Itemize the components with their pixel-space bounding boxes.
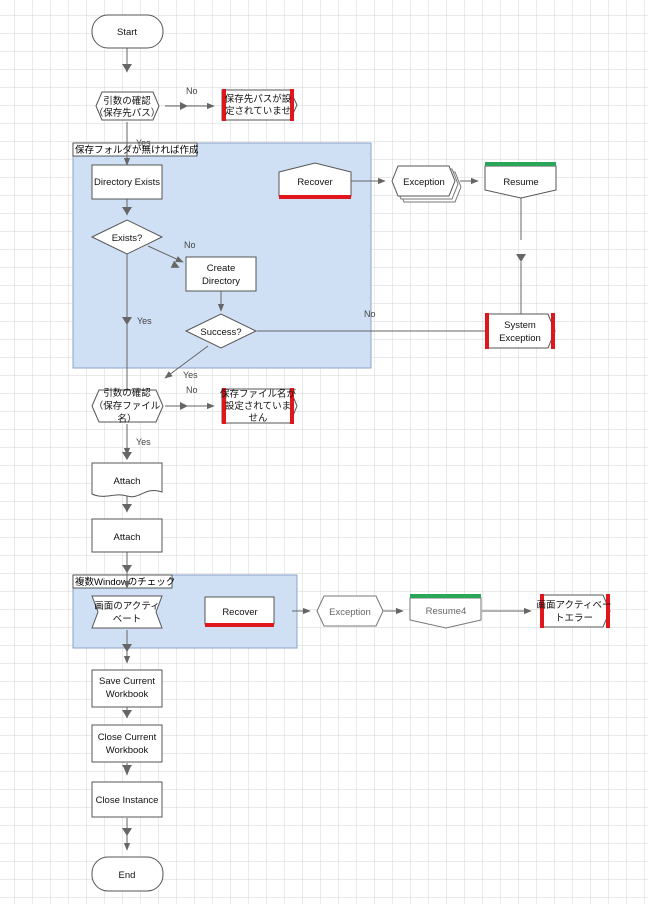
node-attach-1[interactable]: Attach bbox=[91, 462, 163, 498]
node-error-path-line: 定されていませ bbox=[225, 105, 291, 117]
connector bbox=[164, 345, 209, 379]
block-multi-window-title: 複数Windowのチェック bbox=[75, 576, 175, 588]
connector bbox=[147, 245, 184, 263]
node-close-workbook-line: Close Current bbox=[98, 732, 157, 743]
node-system-exception-line: Exception bbox=[499, 333, 541, 344]
arrowhead bbox=[122, 765, 132, 773]
node-save-workbook-line: Workbook bbox=[106, 689, 149, 700]
node-recover-1-label: Recover bbox=[297, 177, 332, 188]
node-recover-1[interactable]: Recover bbox=[278, 162, 352, 199]
node-save-workbook-line: Save Current bbox=[99, 676, 155, 687]
arrowhead bbox=[122, 452, 132, 460]
node-attach-2[interactable]: Attach bbox=[91, 518, 163, 553]
arrowhead bbox=[122, 710, 132, 718]
node-attach-2-label: Attach bbox=[114, 532, 141, 543]
node-error-file-line: せん bbox=[248, 413, 267, 424]
node-exception-2[interactable]: Exception bbox=[316, 595, 384, 627]
node-error-activate[interactable]: 画面アクティベー トエラー bbox=[537, 594, 612, 628]
arrowhead bbox=[122, 644, 132, 652]
branch-labels: No Yes No Yes No Yes No Yes bbox=[136, 86, 376, 447]
node-error-path[interactable]: 保存先パスが設 定されていませ bbox=[221, 89, 298, 121]
node-create-directory-line: Directory bbox=[202, 276, 240, 287]
node-activate-window[interactable]: 画面のアクティ ベート bbox=[91, 595, 163, 629]
node-check-args-path[interactable]: 引数の確認 （保存先パス） bbox=[94, 91, 161, 121]
node-start-label: Start bbox=[117, 27, 137, 38]
node-recover-2[interactable]: Recover bbox=[204, 596, 275, 627]
label-no: No bbox=[364, 309, 376, 319]
node-error-file-line: 設定されていま bbox=[225, 400, 291, 412]
arrowhead bbox=[122, 504, 132, 512]
arrowhead bbox=[122, 207, 132, 215]
label-no: No bbox=[186, 86, 198, 96]
node-end[interactable]: End bbox=[91, 856, 164, 892]
node-activate-window-line: ベート bbox=[113, 614, 142, 625]
node-resume-4-label: Resume4 bbox=[426, 606, 467, 617]
label-no: No bbox=[186, 385, 198, 395]
node-close-workbook-line: Workbook bbox=[106, 745, 149, 756]
node-check-args-file-line: 名） bbox=[117, 413, 136, 425]
arrowhead bbox=[516, 254, 526, 262]
node-attach-1-label: Attach bbox=[114, 476, 141, 487]
connectors bbox=[123, 48, 532, 851]
node-system-exception[interactable]: System Exception bbox=[485, 313, 556, 349]
node-error-file[interactable]: 保存ファイル名が 設定されていま せん bbox=[220, 388, 298, 424]
node-check-args-file[interactable]: 引数の確認 （保存ファイル 名） bbox=[91, 387, 164, 425]
node-error-file-line: 保存ファイル名が bbox=[220, 388, 297, 400]
node-exception-1-label: Exception bbox=[403, 177, 445, 188]
arrowhead bbox=[122, 828, 132, 836]
node-check-args-file-line: （保存ファイル bbox=[94, 400, 161, 412]
arrowhead bbox=[180, 102, 188, 110]
label-yes: Yes bbox=[137, 316, 152, 326]
node-check-args-path-line: （保存先パス） bbox=[94, 107, 161, 119]
node-create-directory[interactable]: Create Directory bbox=[185, 256, 257, 292]
node-recover-2-label: Recover bbox=[222, 607, 257, 618]
arrowhead bbox=[170, 260, 180, 268]
node-resume-1-label: Resume bbox=[503, 177, 538, 188]
label-yes: Yes bbox=[183, 370, 198, 380]
node-error-activate-line: 画面アクティベー bbox=[537, 600, 612, 611]
label-yes: Yes bbox=[136, 437, 151, 447]
node-activate-window-line: 画面のアクティ bbox=[94, 601, 159, 612]
node-create-directory-line: Create bbox=[207, 263, 236, 274]
arrowhead bbox=[122, 64, 132, 72]
arrowhead bbox=[180, 402, 188, 410]
node-resume-1[interactable]: Resume bbox=[484, 162, 557, 199]
node-end-label: End bbox=[119, 870, 136, 881]
node-error-path-line: 保存先パスが設 bbox=[225, 93, 292, 105]
node-close-instance[interactable]: Close Instance bbox=[91, 781, 163, 818]
node-check-args-file-line: 引数の確認 bbox=[103, 387, 151, 399]
label-yes: Yes bbox=[136, 138, 151, 148]
node-system-exception-line: System bbox=[504, 320, 536, 331]
arrowhead bbox=[122, 317, 132, 325]
node-save-workbook[interactable]: Save Current Workbook bbox=[91, 669, 163, 708]
arrowhead bbox=[122, 565, 132, 573]
node-start[interactable]: Start bbox=[91, 14, 164, 49]
node-exists-label: Exists? bbox=[112, 233, 143, 244]
label-no: No bbox=[184, 240, 196, 250]
node-close-workbook[interactable]: Close Current Workbook bbox=[91, 724, 163, 763]
node-close-instance-label: Close Instance bbox=[96, 795, 159, 806]
node-directory-exists-label: Directory Exists bbox=[94, 177, 160, 188]
node-exception-2-label: Exception bbox=[329, 607, 371, 618]
node-check-args-path-line: 引数の確認 bbox=[103, 95, 151, 107]
node-success-decision[interactable]: Success? bbox=[184, 313, 258, 349]
node-success-label: Success? bbox=[200, 327, 241, 338]
node-resume-4[interactable]: Resume4 bbox=[409, 594, 482, 629]
node-directory-exists[interactable]: Directory Exists bbox=[91, 164, 163, 200]
node-exists-decision[interactable]: Exists? bbox=[90, 219, 164, 255]
node-exception-1[interactable]: Exception bbox=[391, 165, 462, 203]
block-save-folder-title: 保存フォルダが無ければ作成 bbox=[75, 144, 199, 156]
node-error-activate-line: トエラー bbox=[555, 613, 593, 624]
